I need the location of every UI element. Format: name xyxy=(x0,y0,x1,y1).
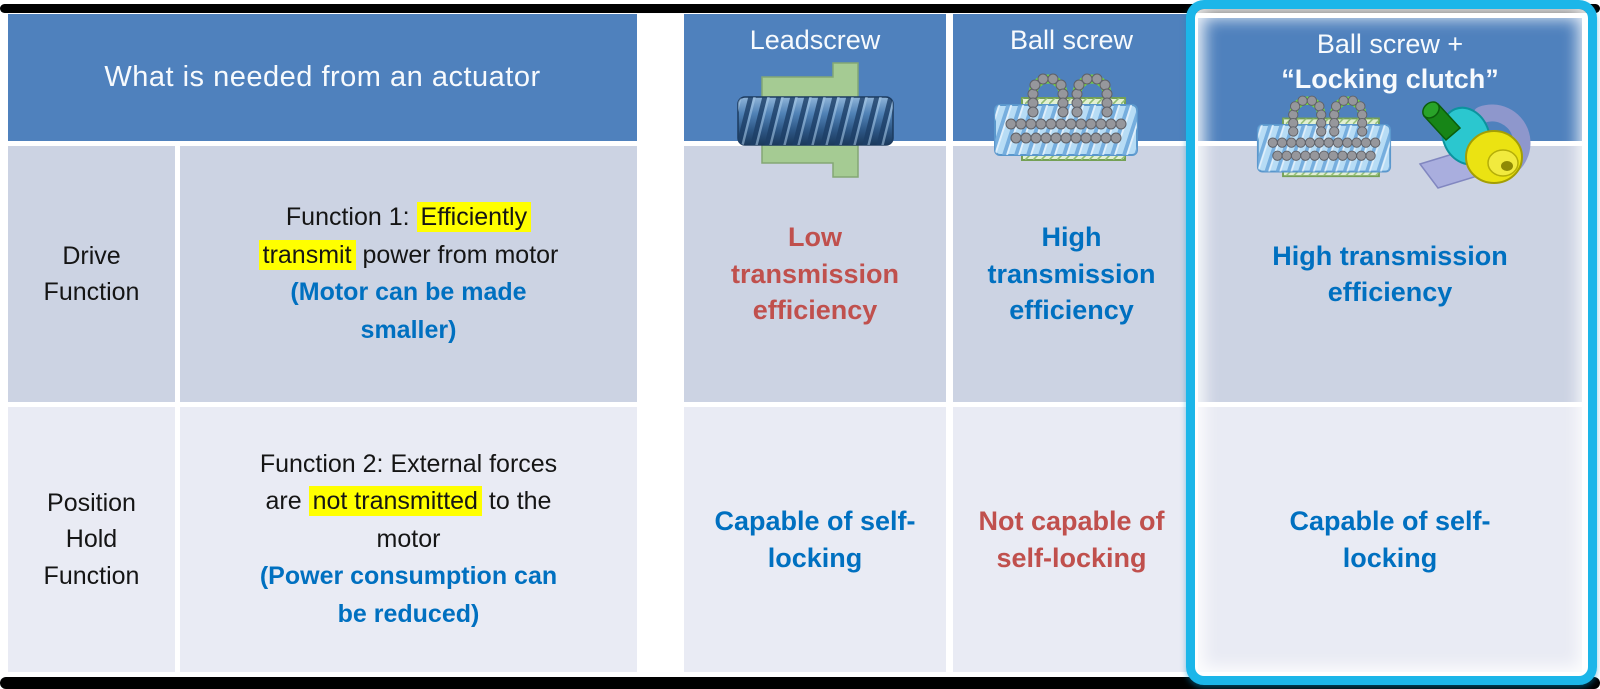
clutch-hub-bore xyxy=(1501,161,1513,171)
ball-screw-illustration xyxy=(994,73,1138,161)
locking-clutch-hold-verdict: Capable of self-locking xyxy=(1289,506,1491,573)
position-hold-label: Position Hold Function xyxy=(43,489,140,590)
leadscrew-title: Leadscrew xyxy=(749,25,881,55)
drive-function-description: Function 1: Efficiently transmit power f… xyxy=(258,199,559,349)
ball-screw-threads xyxy=(995,105,1137,155)
locking-clutch-title-line1: Ball screw + xyxy=(1316,29,1464,59)
locking-clutch-hold-cell: Capable of self-locking xyxy=(1198,407,1582,672)
ball-screw-hold-verdict: Not capable of self-locking xyxy=(978,506,1165,573)
ball-screw-drive-verdict: High transmission efficiency xyxy=(987,222,1156,326)
clutch-shaft-end xyxy=(1422,101,1440,119)
locking-clutch-drive-verdict: High transmission efficiency xyxy=(1272,240,1508,307)
function1-highlight-transmit: transmit xyxy=(258,239,356,270)
leadscrew-hold-verdict: Capable of self-locking xyxy=(714,506,916,573)
function1-highlight-efficiently: Efficiently xyxy=(416,202,532,232)
ball-screw-drive-cell: High transmission efficiency xyxy=(953,146,1190,402)
position-hold-label-cell: Position Hold Function xyxy=(8,407,175,672)
leadscrew-hold-cell: Capable of self-locking xyxy=(684,407,946,672)
function2-benefit: (Power consumption can be reduced) xyxy=(259,562,558,628)
function2-suffix: to the xyxy=(481,487,552,516)
left-table-header: What is needed from an actuator xyxy=(8,14,637,141)
ball-screw-hold-cell: Not capable of self-locking xyxy=(953,407,1190,672)
function2-highlight-not-transmitted: not transmitted xyxy=(308,486,482,517)
drive-function-label: Drive Function xyxy=(43,241,140,306)
leadscrew-drive-verdict: Low transmission efficiency xyxy=(730,222,900,326)
ball-screw-small-illustration xyxy=(1256,95,1392,178)
leadscrew-drive-cell: Low transmission efficiency xyxy=(684,146,946,402)
drive-function-description-cell: Function 1: Efficiently transmit power f… xyxy=(180,146,637,402)
position-hold-description-cell: Function 2: External forces are not tran… xyxy=(180,407,637,672)
function2-prefix: are xyxy=(265,487,309,516)
ball-screw-header-cell: Ball screw xyxy=(953,14,1190,141)
leadscrew-illustration xyxy=(737,62,894,178)
leadscrew-threads xyxy=(738,97,893,145)
function1-suffix: power from motor xyxy=(355,240,559,269)
top-border-bar xyxy=(0,4,1600,13)
locking-clutch-title-line2: “Locking clutch” xyxy=(1281,64,1499,95)
function1-benefit: (Motor can be made smaller) xyxy=(290,278,527,344)
locking-clutch-title: Ball screw + “Locking clutch” xyxy=(1281,27,1499,97)
function1-prefix: Function 1: xyxy=(285,203,417,231)
function2-line1: Function 2: External forces xyxy=(259,449,558,478)
ball-screw-title: Ball screw xyxy=(1009,25,1134,55)
position-hold-description: Function 2: External forces are not tran… xyxy=(254,446,564,634)
locking-clutch-drive-cell: High transmission efficiency xyxy=(1198,146,1582,402)
bottom-border-bar xyxy=(0,677,1600,689)
drive-function-label-cell: Drive Function xyxy=(8,146,175,402)
left-table-title: What is needed from an actuator xyxy=(104,61,541,93)
function2-line3: motor xyxy=(376,524,441,553)
recirculating-balls xyxy=(1005,73,1127,144)
locking-clutch-illustration xyxy=(1418,101,1531,189)
